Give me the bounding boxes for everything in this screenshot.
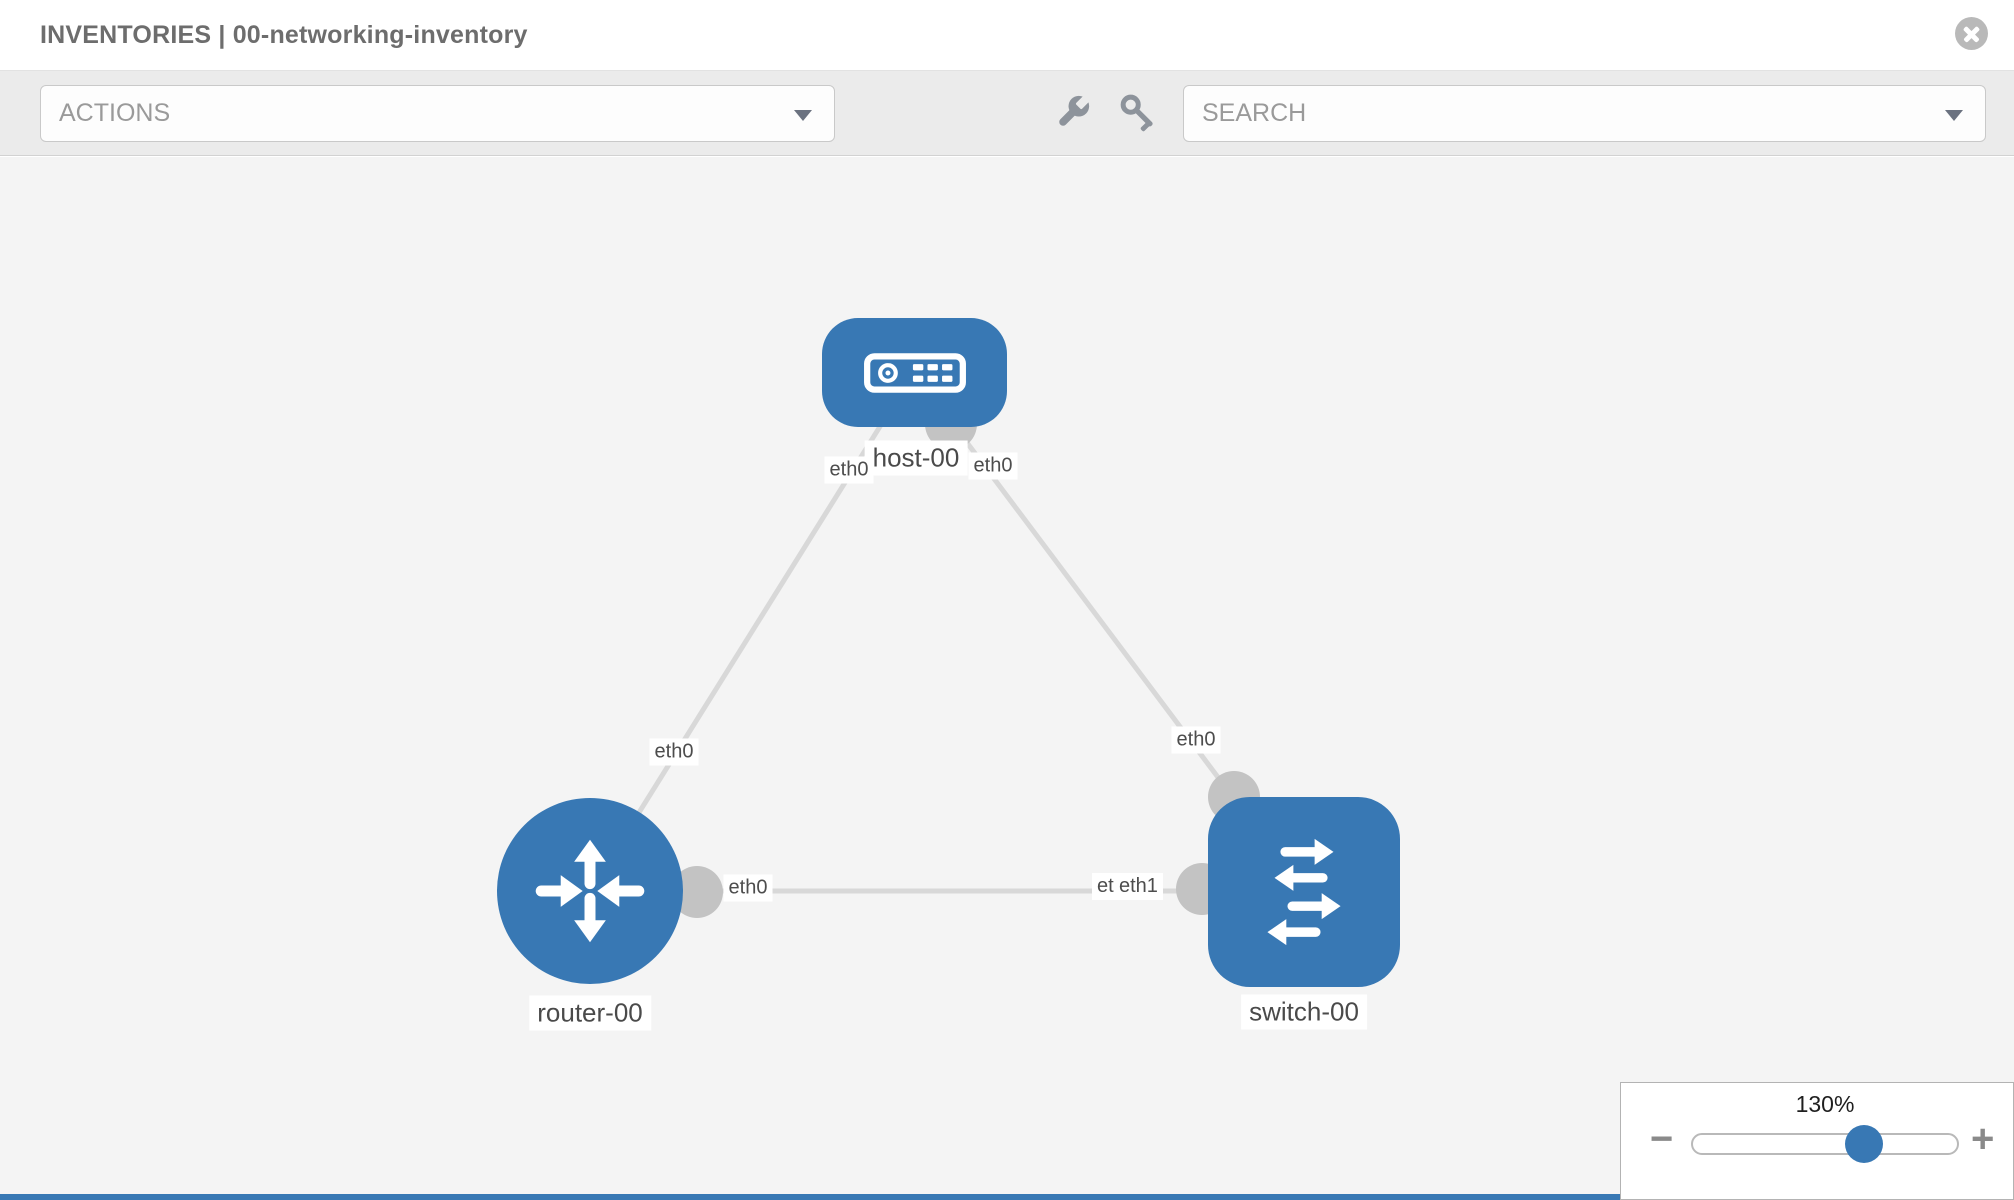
zoom-slider-thumb[interactable]: [1845, 1125, 1883, 1163]
chevron-down-icon: [794, 110, 812, 121]
zoom-out-button[interactable]: −: [1650, 1117, 1674, 1161]
topology-canvas[interactable]: host-00 router-00 switch-00 eth0 eth0 et…: [0, 157, 2014, 1200]
interface-label-switch-left-front: eth1: [1114, 873, 1163, 900]
key-button[interactable]: [1116, 90, 1160, 134]
actions-dropdown-label: ACTIONS: [59, 99, 171, 127]
node-host-00[interactable]: [822, 318, 1007, 427]
zoom-control-panel: 130% − +: [1620, 1082, 2014, 1200]
switch-arrows-icon: [1267, 838, 1341, 946]
chevron-down-icon: [1945, 110, 1963, 121]
interface-label-host-right: eth0: [968, 452, 1018, 480]
toolbar: ACTIONS SEARCH: [0, 71, 2014, 156]
server-icon: [863, 352, 966, 393]
zoom-slider-track[interactable]: [1691, 1133, 1959, 1155]
node-label-switch: switch-00: [1241, 994, 1367, 1030]
interface-label-router-right: eth0: [723, 874, 773, 902]
zoom-level-value: 130%: [1795, 1091, 1855, 1117]
bottom-accent-strip: [0, 1194, 1630, 1200]
wrench-button[interactable]: [1051, 90, 1095, 134]
interface-label-switch-uplink: eth0: [1171, 726, 1221, 754]
key-icon: [1120, 94, 1153, 132]
wrench-icon: [1059, 95, 1090, 126]
node-switch-00[interactable]: [1208, 797, 1400, 987]
actions-dropdown[interactable]: ACTIONS: [40, 85, 835, 142]
header: INVENTORIES | 00-networking-inventory: [0, 0, 2014, 71]
interface-label-host-left: eth0: [824, 456, 874, 484]
zoom-in-button[interactable]: +: [1971, 1117, 1995, 1161]
links-layer: [587, 370, 1306, 894]
node-router-00[interactable]: [497, 798, 683, 984]
node-label-router: router-00: [529, 995, 651, 1031]
search-dropdown[interactable]: SEARCH: [1183, 85, 1986, 142]
interface-label-router-uplink: eth0: [649, 738, 699, 766]
search-dropdown-label: SEARCH: [1202, 99, 1307, 127]
page-title: INVENTORIES | 00-networking-inventory: [40, 21, 528, 49]
close-icon[interactable]: [1955, 17, 1988, 50]
node-label-host: host-00: [864, 440, 968, 476]
router-arrows-icon: [535, 839, 645, 943]
